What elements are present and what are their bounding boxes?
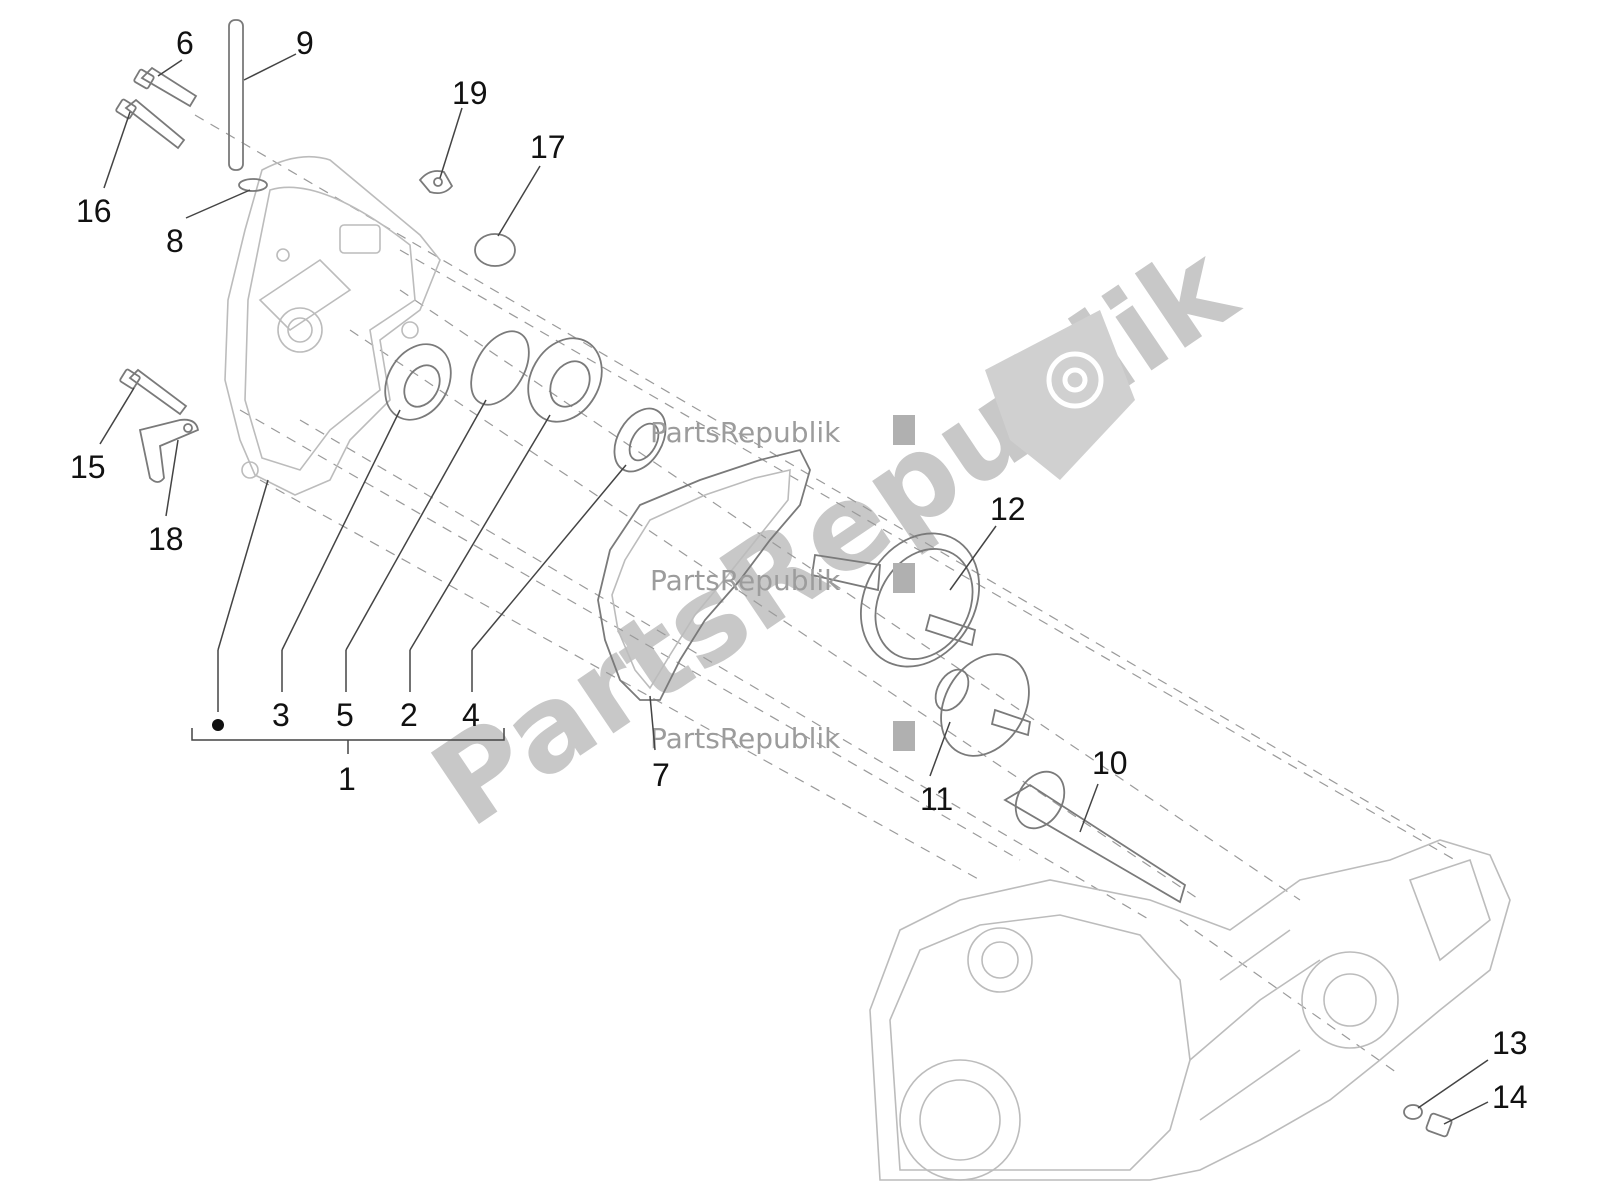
callout-18: 18 [148, 521, 184, 557]
bolt-6 [133, 66, 198, 108]
gear-icon [893, 415, 915, 751]
main-shaft-10 [1003, 770, 1187, 904]
bearing-3 [384, 343, 452, 421]
watermark-stamp-3: PartsRepublik [650, 722, 841, 755]
callout-15: 15 [70, 449, 106, 485]
watermark-big-text: PartsRepublik [408, 217, 1259, 853]
callout-11: 11 [920, 781, 953, 817]
bearing-2 [527, 337, 603, 423]
kit-total-1: 1 [338, 761, 356, 797]
callout-13: 13 [1492, 1025, 1528, 1061]
clip-8 [238, 178, 268, 192]
callout-labels: 6 9 19 17 16 8 15 18 12 10 11 7 13 14 3 … [70, 25, 1528, 1115]
washer-13 [1403, 1104, 1423, 1120]
watermark-stamp-1: PartsRepublik [650, 416, 841, 449]
callout-17: 17 [530, 129, 566, 165]
kit-dot-marker [212, 719, 224, 731]
gear-shaft-11 [934, 653, 1032, 757]
watermark-stamps: PartsRepublik PartsRepublik PartsRepubli… [650, 415, 915, 755]
watermark-big: PartsRepublik [408, 217, 1259, 853]
watermark-stamp-2: PartsRepublik [650, 564, 841, 597]
kit-member-4: 4 [462, 697, 480, 733]
kit-member-3: 3 [272, 697, 290, 733]
gasket-7 [597, 448, 811, 701]
plug-14 [1425, 1112, 1453, 1138]
engine-crankcase [869, 839, 1511, 1181]
callout-8: 8 [166, 223, 184, 259]
bolt-15 [119, 368, 188, 416]
callout-16: 16 [76, 193, 112, 229]
transmission-cover [224, 155, 441, 496]
circlip-5 [470, 330, 530, 406]
callout-19: 19 [452, 75, 488, 111]
kit-member-2: 2 [400, 697, 418, 733]
callout-6: 6 [176, 25, 194, 61]
tube-9 [228, 19, 244, 171]
callout-14: 14 [1492, 1079, 1528, 1115]
kit-member-5: 5 [336, 697, 354, 733]
cap-17 [474, 233, 516, 267]
callout-7: 7 [652, 757, 670, 793]
leader-lines [99, 53, 1489, 1125]
gear-shaft-12 [810, 532, 981, 668]
bracket-18 [138, 418, 200, 483]
gear-flag-icon [985, 310, 1135, 480]
callout-10: 10 [1092, 745, 1128, 781]
callout-12: 12 [990, 491, 1026, 527]
bracket-19 [418, 170, 454, 195]
callout-9: 9 [296, 25, 314, 61]
bolt-16 [115, 98, 186, 150]
